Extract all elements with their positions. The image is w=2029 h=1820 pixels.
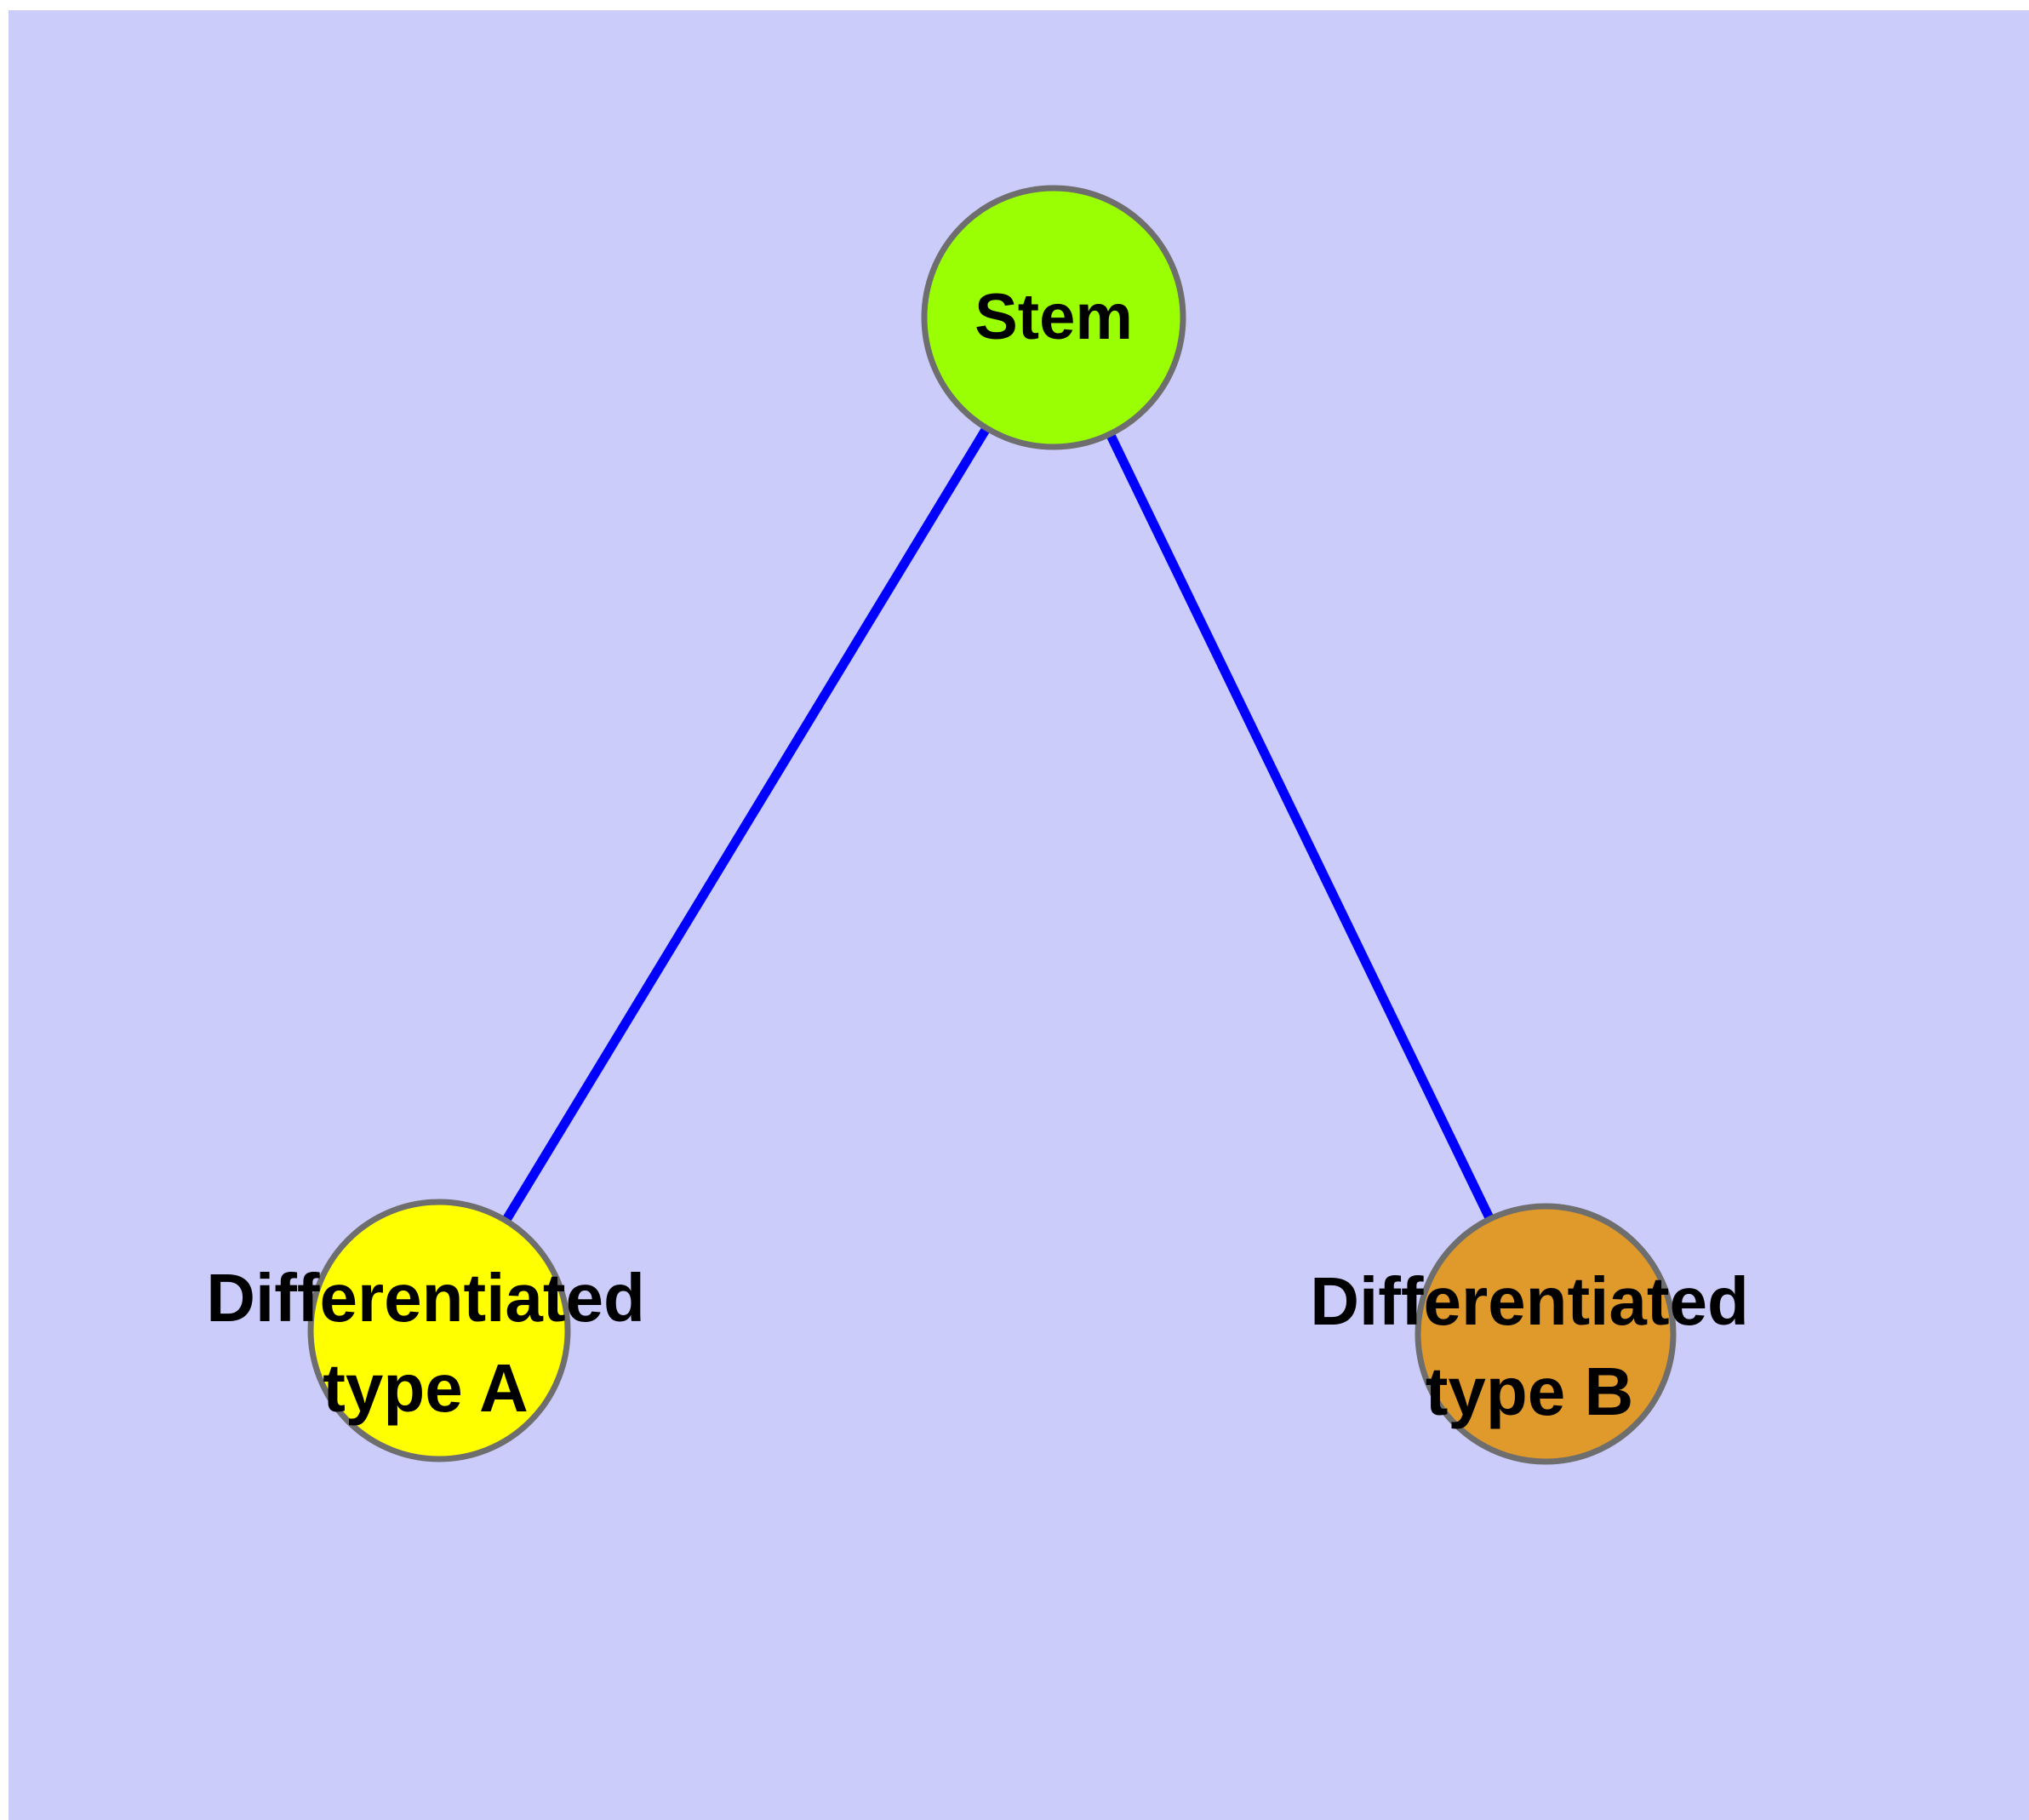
- node-label-stem: Stem: [974, 281, 1133, 353]
- node-label-differentiated-type-b-line1: Differentiated: [1310, 1263, 1749, 1339]
- node-label-differentiated-type-a-line1: Differentiated: [206, 1260, 645, 1336]
- node-label-differentiated-type-b-line2: type B: [1426, 1354, 1634, 1429]
- edge-layer: [501, 425, 1495, 1224]
- node-stem[interactable]: [921, 185, 1186, 450]
- node-differentiated-type-a[interactable]: [307, 1199, 571, 1462]
- node-layer: [307, 185, 1677, 1465]
- edge-stem-to-differentiated-type-b[interactable]: [1105, 431, 1495, 1222]
- label-layer: Stem Differentiated type A Differentiate…: [206, 281, 1749, 1429]
- edge-stem-to-differentiated-type-a[interactable]: [501, 425, 992, 1224]
- node-label-differentiated-type-a-line2: type A: [323, 1350, 529, 1426]
- node-differentiated-type-b[interactable]: [1415, 1203, 1677, 1465]
